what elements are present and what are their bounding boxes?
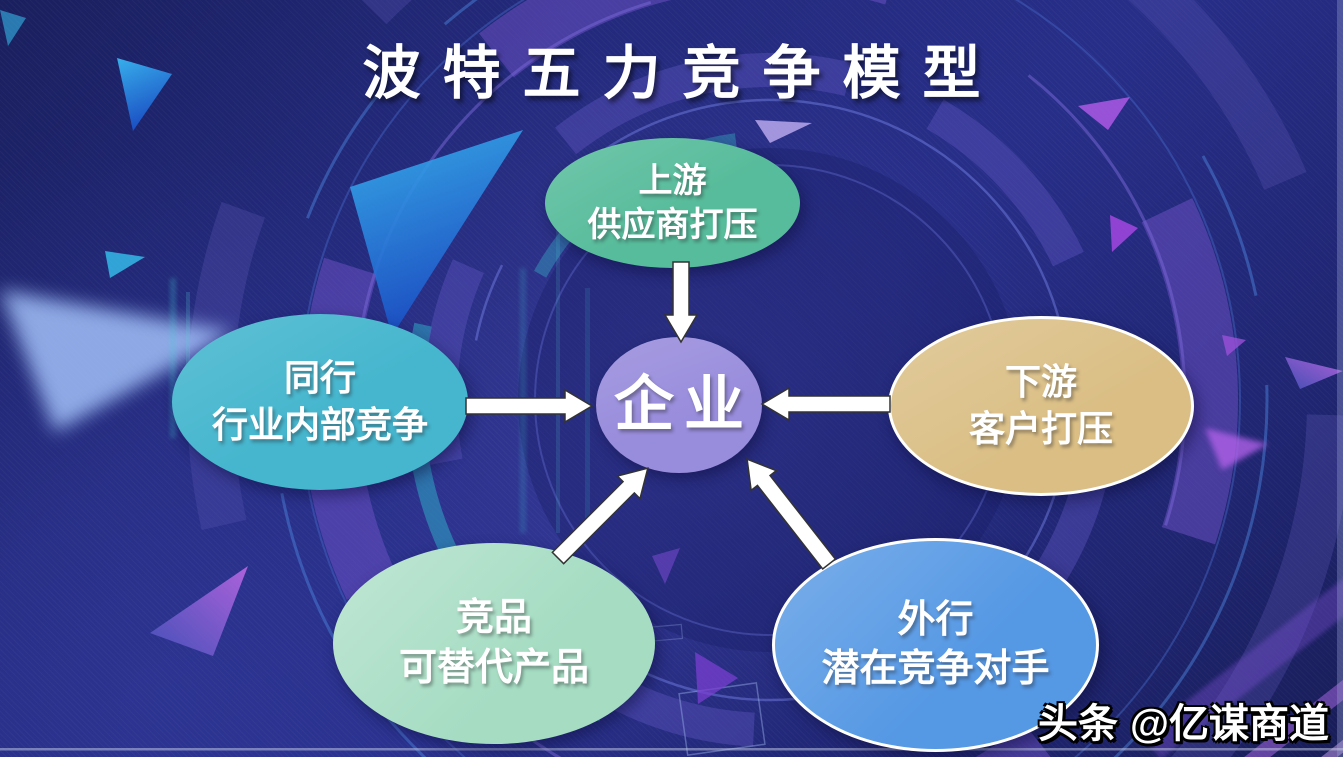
node-line2: 潜在竞争对手 [821,648,1050,690]
node-line1: 同行 [283,357,356,399]
watermark-brand: 头条 [1037,702,1118,746]
node-industry-rivals: 同行 行业内部竞争 [172,314,468,490]
node-substitute-products: 竞品 可替代产品 [333,543,655,744]
node-enterprise-center: 企业 [596,337,762,473]
node-line1: 外行 [897,598,974,641]
node-line2: 供应商打压 [587,206,758,244]
node-line2: 可替代产品 [398,646,589,689]
node-downstream-customers: 下游 客户打压 [888,316,1194,496]
node-label: 企业 [614,371,754,438]
node-line2: 行业内部竞争 [211,404,428,445]
triangle-accents [0,10,1343,704]
watermark: 头条@亿谋商道 [1038,691,1329,749]
node-line1: 竞品 [455,597,532,640]
node-line1: 上游 [638,161,707,200]
page-title: 波特五力竞争模型 [362,41,1003,106]
node-potential-entrants: 外行 潜在竞争对手 [772,538,1099,752]
watermark-handle: @亿谋商道 [1129,702,1329,746]
node-upstream-suppliers: 上游 供应商打压 [545,138,800,268]
node-line2: 客户打压 [968,408,1113,449]
node-line1: 下游 [1004,361,1077,403]
